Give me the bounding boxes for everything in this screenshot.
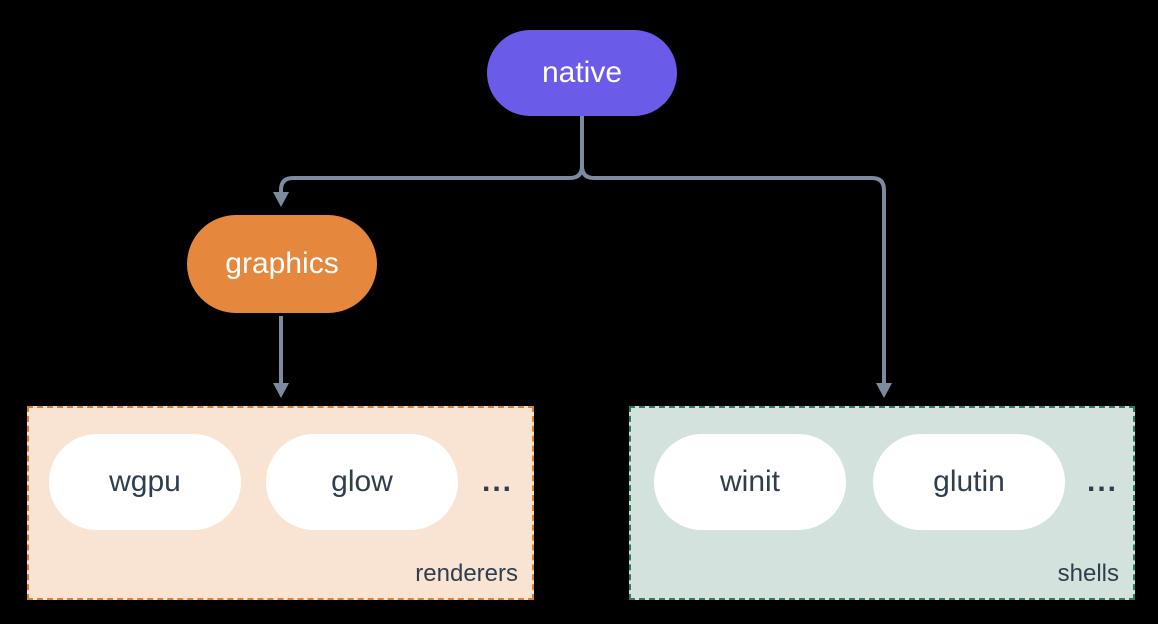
arrowhead-graphics-icon bbox=[273, 192, 289, 207]
group-renderers-label: renderers bbox=[415, 560, 518, 587]
node-native: native bbox=[487, 30, 677, 116]
node-graphics: graphics bbox=[187, 215, 377, 313]
renderers-ellipsis: ... bbox=[482, 465, 514, 498]
group-shells-label: shells bbox=[1057, 560, 1119, 587]
node-native-label: native bbox=[541, 56, 623, 89]
node-winit: winit bbox=[654, 434, 846, 530]
node-glutin-label: glutin bbox=[933, 465, 1005, 498]
group-shells: winit glutin ... shells bbox=[629, 406, 1135, 600]
node-glutin: glutin bbox=[873, 434, 1065, 530]
node-wgpu: wgpu bbox=[49, 434, 241, 530]
arrowhead-shells-icon bbox=[876, 383, 892, 398]
shells-ellipsis: ... bbox=[1087, 465, 1119, 498]
edge-native-to-graphics bbox=[279, 116, 584, 192]
group-renderers: wgpu glow ... renderers bbox=[27, 406, 534, 600]
node-glow-label: glow bbox=[331, 465, 393, 498]
arrowhead-renderers-icon bbox=[273, 383, 289, 398]
node-winit-label: winit bbox=[719, 465, 780, 498]
node-graphics-label: graphics bbox=[225, 247, 339, 280]
node-glow: glow bbox=[266, 434, 458, 530]
edge-native-to-shells bbox=[580, 116, 886, 383]
node-wgpu-label: wgpu bbox=[109, 465, 181, 498]
